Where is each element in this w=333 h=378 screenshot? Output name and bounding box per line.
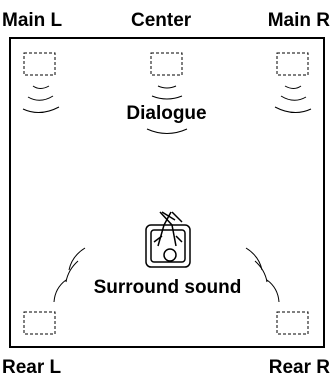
speaker-label-main-l: Main L <box>2 10 63 31</box>
rear-l-sound-waves-icon <box>53 247 86 303</box>
speaker-rear-l-icon <box>23 311 56 335</box>
center-sound-waves-icon <box>146 85 188 134</box>
main-r-sound-waves-icon <box>274 85 312 113</box>
speaker-label-rear-l: Rear L <box>2 357 62 378</box>
speaker-label-rear-r: Rear R <box>268 357 330 378</box>
speaker-label-main-r: Main R <box>267 10 330 31</box>
speaker-main-l-icon <box>23 52 56 76</box>
zone-label-dialogue: Dialogue <box>126 103 207 124</box>
speaker-main-r-icon <box>276 52 309 76</box>
zone-label-surround-sound: Surround sound <box>93 277 242 298</box>
rear-r-sound-waves-icon <box>245 247 280 303</box>
speaker-rear-r-icon <box>276 311 309 335</box>
speaker-label-center: Center <box>131 10 192 31</box>
listener-in-chair-icon <box>145 211 191 268</box>
main-l-sound-waves-icon <box>22 85 60 113</box>
speaker-center-icon <box>150 52 183 76</box>
listening-room <box>9 37 325 348</box>
